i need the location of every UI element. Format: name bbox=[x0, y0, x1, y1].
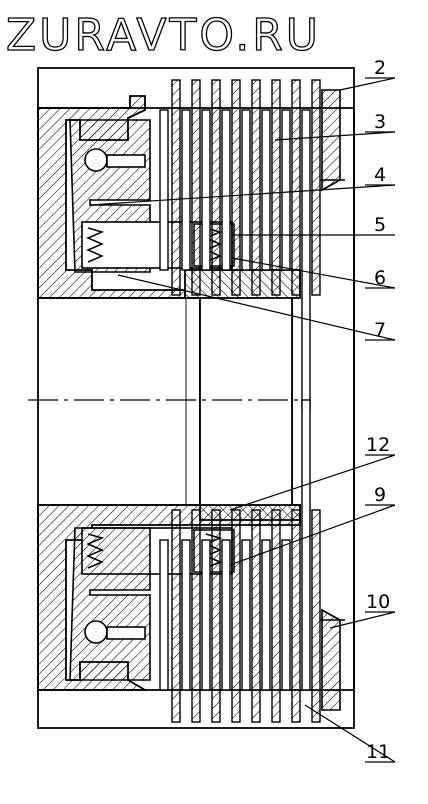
friction-disc-icon bbox=[159, 79, 321, 723]
ball-bearing-icon bbox=[84, 148, 146, 644]
shaft-bore bbox=[38, 297, 201, 506]
hub-inner-face bbox=[199, 297, 293, 506]
callout-10: 10 bbox=[366, 591, 390, 613]
outer-ring bbox=[320, 89, 345, 711]
callout-3: 3 bbox=[374, 111, 386, 133]
watermark-text: ZURAVTO.RU bbox=[6, 10, 321, 61]
callout-11: 11 bbox=[366, 741, 390, 763]
piston-lower bbox=[69, 527, 151, 681]
callout-2: 2 bbox=[374, 57, 386, 79]
callout-12: 12 bbox=[366, 434, 390, 456]
callout-7: 7 bbox=[374, 319, 386, 341]
callout-4: 4 bbox=[374, 164, 386, 186]
callout-6: 6 bbox=[374, 267, 386, 289]
callout-9: 9 bbox=[374, 484, 386, 506]
callout-5: 5 bbox=[374, 214, 386, 236]
leader-lines bbox=[89, 77, 396, 763]
